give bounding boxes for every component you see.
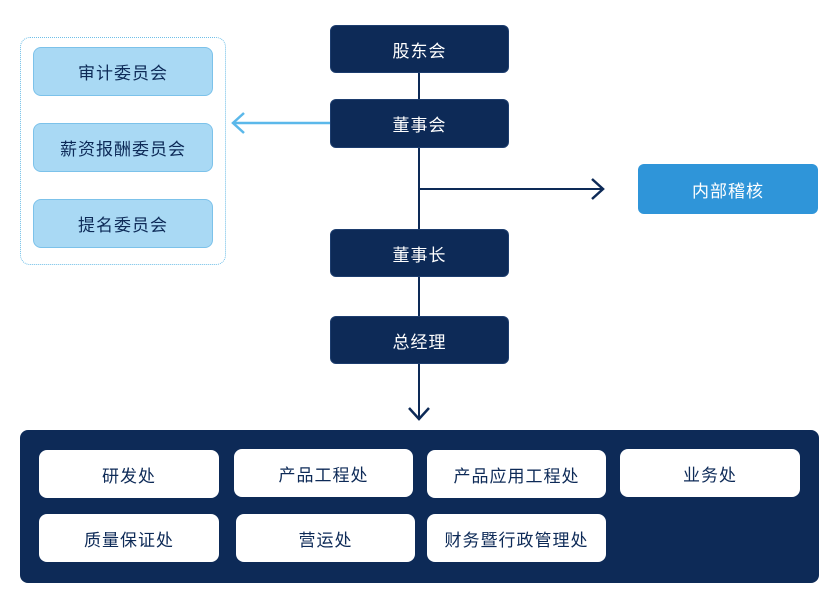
chairman-box: 董事长	[330, 229, 509, 277]
compensation-committee-box: 薪资报酬委员会	[33, 123, 213, 172]
internal-audit-box: 内部稽核	[638, 164, 818, 214]
dept-application-engineering-box: 产品应用工程处	[427, 450, 606, 498]
nomination-committee-box: 提名委员会	[33, 199, 213, 248]
dept-quality-box: 质量保证处	[39, 514, 219, 562]
down-arrow-icon	[408, 407, 430, 421]
committee-group	[20, 37, 226, 265]
audit-committee-box: 审计委员会	[33, 47, 213, 96]
left-arrow-icon	[231, 112, 245, 134]
dept-rd-box: 研发处	[39, 450, 219, 498]
dept-finance-admin-box: 财务暨行政管理处	[427, 514, 606, 562]
board-box: 董事会	[330, 99, 509, 148]
dept-business-box: 业务处	[620, 449, 800, 497]
shareholders-box: 股东会	[330, 25, 509, 73]
right-arrow-icon	[591, 178, 605, 200]
dept-operations-box: 营运处	[236, 514, 415, 562]
general-manager-box: 总经理	[330, 316, 509, 364]
dept-product-engineering-box: 产品工程处	[234, 449, 413, 497]
